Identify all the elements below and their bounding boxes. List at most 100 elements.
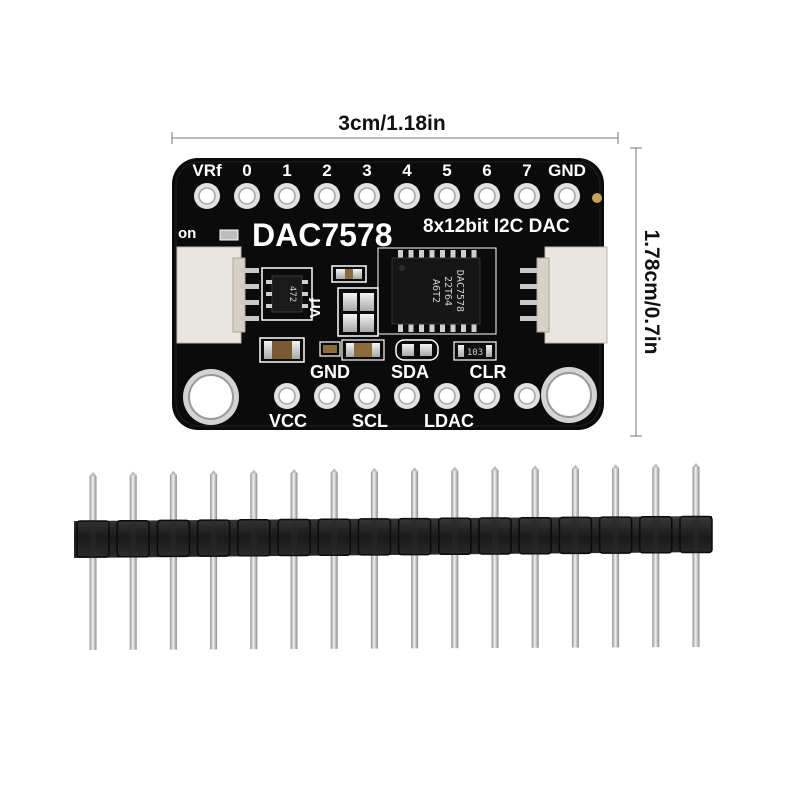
top-pin-label: 2 — [322, 161, 331, 180]
top-pin-hole — [438, 187, 456, 205]
header-pin-pass — [411, 518, 418, 555]
header-pin-tip — [531, 465, 539, 470]
top-pin-hole — [238, 187, 256, 205]
top-pin-hole — [558, 187, 576, 205]
header-pin-pass — [210, 520, 217, 557]
header-pin-tip — [571, 464, 579, 469]
header-pin-pass — [250, 519, 257, 556]
chip-pin — [408, 250, 414, 259]
height-label: 1.78cm/0.7in — [640, 230, 663, 355]
board-subtitle: 8x12bit I2C DAC — [423, 216, 570, 237]
header-pin-pass — [492, 518, 498, 554]
header-pin-tip — [250, 469, 258, 474]
chip-pin — [429, 250, 435, 259]
top-pin-label: 5 — [442, 161, 451, 180]
top-pin-label: VRf — [192, 161, 222, 180]
mounting-hole-right — [541, 367, 597, 423]
bottom-pin-hole — [438, 387, 456, 405]
header-pin-top — [370, 471, 378, 532]
resistor-103: 103 — [453, 341, 497, 361]
header-pin-tip — [612, 464, 620, 469]
chip-marking: DAC7578 22T64 A6T2 — [430, 270, 465, 312]
header-pin-bottom — [210, 548, 218, 650]
header-plastic-body — [74, 516, 712, 558]
chip-pin — [461, 323, 466, 332]
chip-marking-line1: DAC7578 — [454, 270, 465, 312]
header-pin-bottom — [411, 548, 419, 649]
bottom-pin-hole — [398, 387, 416, 405]
header-pin-top — [250, 473, 258, 534]
chip-pin — [419, 250, 424, 259]
header-pin-bottom — [531, 548, 539, 648]
top-pin-hole — [398, 187, 416, 205]
header-pin-pass — [331, 519, 338, 556]
header-pin-top — [169, 474, 177, 535]
header-pin-pass — [612, 517, 619, 554]
header-pin-bottom — [330, 548, 338, 649]
header-pins — [89, 463, 700, 650]
header-pin-top — [612, 468, 620, 529]
label-sda: SDA — [391, 362, 429, 382]
header-pin-tip — [129, 471, 137, 476]
header-pin-pass — [170, 520, 177, 557]
header-pin-tip — [451, 466, 459, 471]
header-plastic — [74, 515, 713, 558]
header-pin-top — [451, 470, 459, 531]
bottom-pin-hole — [478, 387, 496, 405]
top-pin-hole — [518, 187, 536, 205]
header-pin-pass — [572, 517, 579, 554]
top-pin-row — [194, 183, 580, 209]
pin-header — [74, 463, 713, 650]
chip-pin — [419, 323, 424, 332]
top-pin-hole — [478, 187, 496, 205]
label-ldac: LDAC — [424, 411, 474, 431]
solder-jumper-sda — [395, 339, 439, 361]
top-pin-label: 3 — [362, 161, 371, 180]
header-pin-tip — [491, 466, 499, 470]
top-pin-label: GND — [548, 161, 586, 180]
vref-label: Vrf — [307, 297, 324, 318]
top-pin-label: 4 — [402, 161, 412, 180]
chip-marking-line3: A6T2 — [430, 279, 441, 303]
header-pin-bottom — [89, 548, 97, 650]
header-pin-top — [692, 467, 700, 527]
small-ic: 472 — [261, 267, 313, 321]
chip-pin — [398, 250, 403, 259]
bottom-pin-hole — [278, 387, 296, 405]
header-pin-top — [652, 467, 660, 528]
chip-pin — [461, 250, 466, 259]
top-pin-label: 6 — [482, 161, 491, 180]
label-clr: CLR — [470, 362, 507, 382]
header-pin-bottom — [250, 548, 258, 650]
label-vcc: VCC — [269, 411, 307, 431]
power-led — [219, 229, 239, 241]
top-pin-label: 1 — [282, 161, 291, 180]
header-pin-pass — [652, 516, 659, 553]
header-pin-pass — [451, 518, 458, 555]
header-pin-bottom — [129, 548, 137, 650]
header-pin-bottom — [451, 548, 459, 649]
header-pin-top — [129, 475, 137, 536]
chip-pin — [408, 323, 414, 332]
header-pin-pass — [371, 518, 378, 555]
mounting-hole-left — [183, 369, 239, 425]
width-dimension: 3cm/1.18in — [171, 112, 619, 144]
top-pin-hole — [198, 187, 216, 205]
bottom-pin-hole — [358, 387, 376, 405]
header-pin-tip — [692, 463, 700, 467]
header-pin-tip — [652, 463, 660, 468]
header-pin-top — [210, 474, 218, 535]
chip-pin — [471, 323, 477, 332]
label-gnd-bottom: GND — [310, 362, 350, 382]
header-pin-tip — [210, 470, 218, 475]
header-pin-bottom — [571, 548, 579, 648]
header-pin-top — [411, 471, 419, 532]
header-pin-top — [89, 476, 97, 536]
chip-pin — [429, 323, 435, 332]
top-pin-label: 0 — [242, 161, 251, 180]
via — [592, 193, 602, 203]
header-pin-top — [330, 472, 338, 533]
header-pin-bottom — [692, 548, 700, 647]
